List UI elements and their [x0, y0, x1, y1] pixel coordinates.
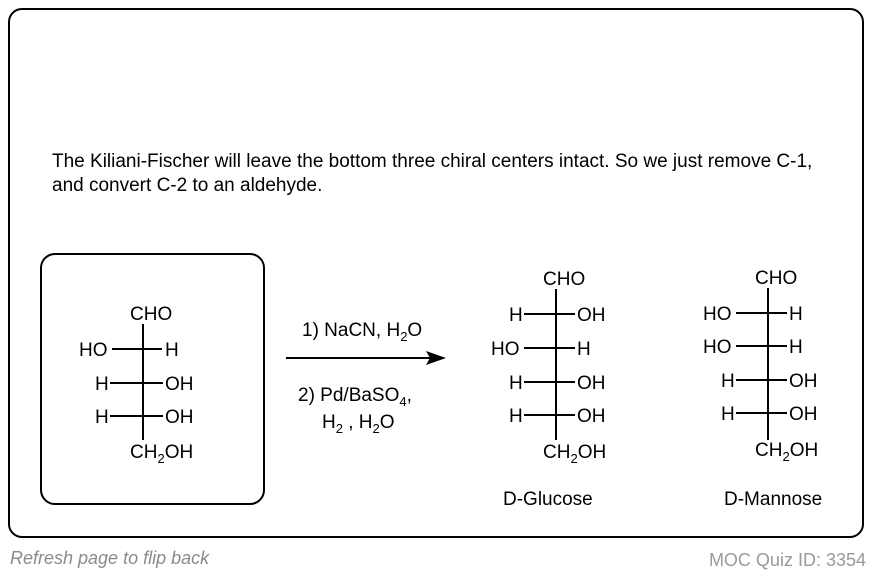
starting-material-box	[40, 253, 265, 505]
mannose-ch2oh: CH2OH	[755, 440, 818, 464]
reagent-step1: 1) NaCN, H2O	[302, 320, 422, 344]
start-ch2oh: CH2OH	[130, 442, 193, 466]
mannose-row1-right: H	[789, 304, 803, 325]
d-mannose-structure: CHO HO H HO H H OH H OH CH2OH D-Mannose	[703, 268, 822, 510]
glucose-row4-left: H	[509, 406, 523, 427]
glucose-label: D-Glucose	[503, 489, 593, 510]
explanation-text: The Kiliani-Fischer will leave the botto…	[52, 151, 813, 196]
mannose-row4-right: OH	[789, 404, 818, 425]
glucose-row2-left: HO	[491, 339, 520, 360]
start-row1-left: HO	[79, 340, 108, 361]
start-row3-right: OH	[165, 407, 194, 428]
reagent-step2: 2) Pd/BaSO4,	[298, 385, 412, 409]
glucose-row2-right: H	[577, 339, 591, 360]
quiz-card	[8, 8, 864, 538]
mannose-row2-left: HO	[703, 337, 732, 358]
start-row2-left: H	[95, 374, 109, 395]
mannose-row4-left: H	[721, 404, 735, 425]
mannose-row2-right: H	[789, 337, 803, 358]
d-glucose-structure: CHO H OH HO H H OH H OH CH2OH D-Glucose	[491, 269, 606, 510]
glucose-row1-left: H	[509, 305, 523, 326]
starting-material: CHO HO H H OH H OH CH2OH	[79, 304, 194, 466]
mannose-label: D-Mannose	[724, 489, 822, 510]
mannose-row1-left: HO	[703, 304, 732, 325]
glucose-ch2oh: CH2OH	[543, 442, 606, 466]
quiz-id: MOC Quiz ID: 3354	[708, 550, 866, 570]
refresh-hint[interactable]: Refresh page to flip back	[10, 548, 210, 568]
start-row2-right: OH	[165, 374, 194, 395]
start-cho-ch: CHO	[130, 304, 172, 325]
start-row1-right: H	[165, 340, 179, 361]
mannose-row3-right: OH	[789, 371, 818, 392]
glucose-row3-left: H	[509, 373, 523, 394]
arrow-head	[426, 351, 446, 365]
glucose-row4-right: OH	[577, 406, 606, 427]
mannose-row3-left: H	[721, 371, 735, 392]
reagent-step2-conditions: H2 , H2O	[322, 412, 395, 436]
glucose-row3-right: OH	[577, 373, 606, 394]
reaction-arrow-group: 1) NaCN, H2O 2) Pd/BaSO4, H2 , H2O	[286, 320, 446, 436]
glucose-cho: CHO	[543, 269, 585, 290]
mannose-cho: CHO	[755, 268, 797, 289]
start-row3-left: H	[95, 407, 109, 428]
glucose-row1-right: OH	[577, 305, 606, 326]
